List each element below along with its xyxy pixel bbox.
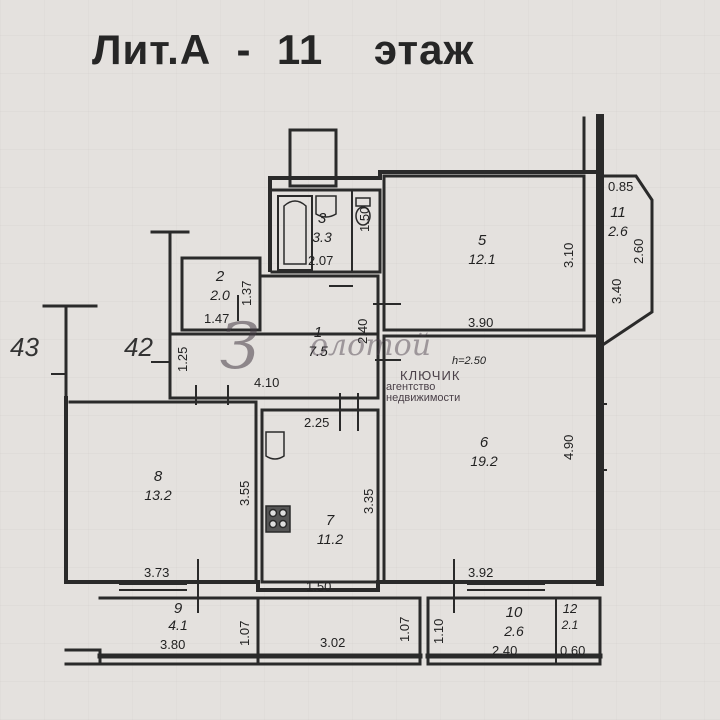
stove-icon — [265, 505, 291, 533]
dim-1-25: 1.25 — [175, 346, 190, 372]
watermark-word: олотой — [310, 328, 432, 363]
dim-4-90: 4.90 — [561, 434, 576, 460]
dim-0-60: 0.60 — [560, 643, 586, 658]
dim-1-50: 1.50 — [306, 579, 332, 594]
dim-3-55: 3.55 — [237, 480, 252, 506]
room-6-wall — [382, 334, 602, 584]
room-2-wall — [180, 256, 262, 332]
dim-3-40: 3.40 — [609, 278, 624, 304]
bathtub — [277, 195, 313, 271]
hall-wall — [260, 274, 380, 336]
room-5-wall — [382, 174, 586, 332]
column-top — [288, 128, 338, 188]
balcony-bottom — [256, 596, 422, 666]
tick-9 — [599, 403, 607, 471]
watermark-logo: З — [220, 310, 260, 384]
dim-2-07: 2.07 — [308, 253, 334, 268]
watermark-line-1: КЛЮЧИК — [400, 368, 461, 383]
dim-3-80: 3.80 — [160, 637, 186, 652]
axis-42-line — [150, 230, 190, 400]
axis-43-line — [42, 304, 98, 400]
loggia-right — [601, 174, 654, 347]
axis-label-43: 43 — [10, 332, 39, 362]
dim-3-10: 3.10 — [561, 242, 576, 268]
toilet-icon — [355, 197, 371, 226]
dim-4-10: 4.10 — [254, 375, 280, 390]
bathtub-inner — [283, 200, 307, 265]
dim-1-10: 1.10 — [431, 618, 446, 644]
axis-label-42: 42 — [124, 332, 153, 362]
windows-6 — [467, 583, 545, 591]
dim-3-73: 3.73 — [144, 565, 170, 580]
dim-height: h=2.50 — [452, 355, 486, 367]
bathroom-wall — [270, 188, 382, 274]
dim-3-90: 3.90 — [468, 315, 494, 330]
windows-8 — [119, 583, 187, 591]
dim-1-50-bath: 1.50 — [357, 206, 372, 232]
balcony-10 — [426, 596, 602, 666]
top-wall — [268, 170, 602, 272]
dim-2-40-balcony: 2.40 — [492, 643, 518, 658]
dim-1-07-left: 1.07 — [237, 620, 252, 646]
dim-2-25: 2.25 — [304, 415, 330, 430]
watermark-line-2: агентство недвижимости — [386, 381, 461, 404]
dim-3-35: 3.35 — [361, 488, 376, 514]
dim-1-07-right: 1.07 — [397, 616, 412, 642]
floor-title: Лит.А - 11 этаж — [92, 26, 475, 73]
sink-icon — [265, 431, 285, 460]
dim-3-02: 3.02 — [320, 635, 346, 650]
room-8-wall — [68, 400, 258, 584]
washbasin-icon — [315, 195, 337, 218]
dim-1-37: 1.37 — [239, 280, 254, 306]
balcony-9 — [98, 596, 260, 666]
dim-1-47: 1.47 — [204, 311, 230, 326]
dim-2-60: 2.60 — [631, 238, 646, 264]
left-bottom-edge — [64, 648, 102, 666]
dim-3-92: 3.92 — [468, 565, 494, 580]
dim-0-85: 0.85 — [608, 179, 634, 194]
